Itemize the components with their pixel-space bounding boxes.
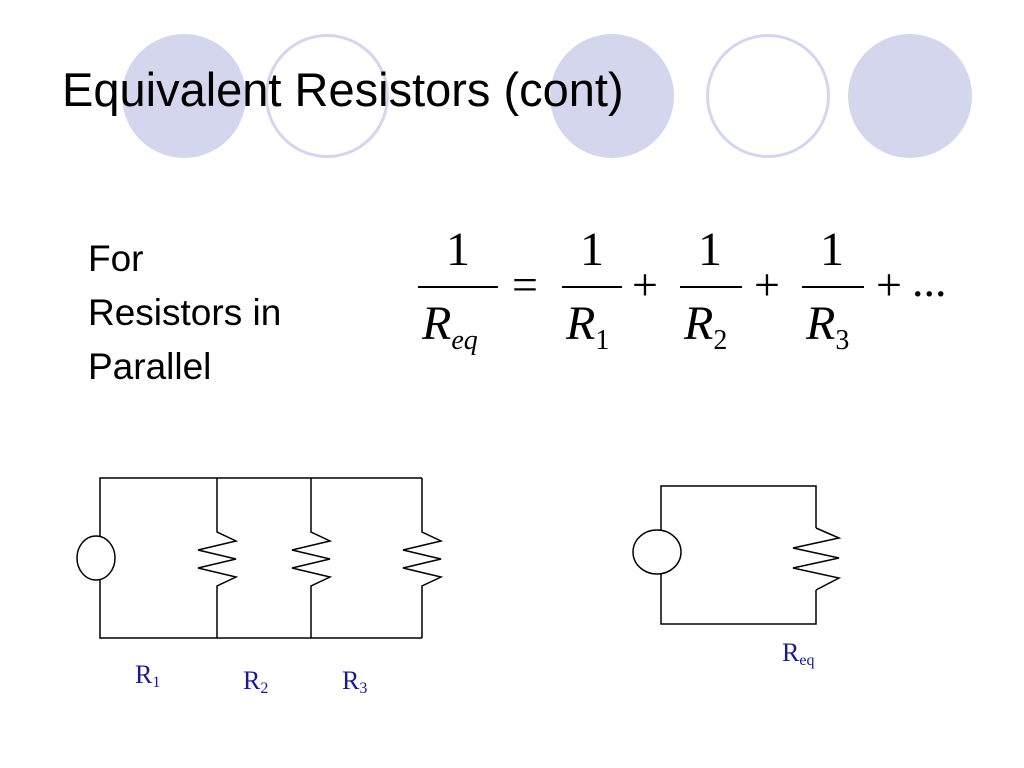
term-3-numerator: 1 xyxy=(820,223,844,276)
lhs-fraction-bar xyxy=(418,286,498,288)
equivalent-resistor-icon xyxy=(792,527,842,591)
parallel-circuit-bottom-wire xyxy=(99,580,422,639)
side-text-line-3: Parallel xyxy=(88,346,212,387)
side-text: For Resistors in Parallel xyxy=(88,232,281,394)
plus-sign-1: + xyxy=(632,259,658,310)
term-2-numerator: 1 xyxy=(698,223,722,276)
resistor-3-label: R3 xyxy=(342,666,368,697)
parallel-circuit xyxy=(76,477,444,639)
resistor-1-icon xyxy=(197,478,239,638)
resistor-2-label: R2 xyxy=(243,666,269,697)
term-2-fraction-bar xyxy=(680,286,742,288)
equivalent-voltage-source-icon xyxy=(632,529,682,575)
equals-sign: = xyxy=(512,259,538,310)
term-1-denominator: R1 xyxy=(566,297,610,356)
parallel-circuit-top-wire xyxy=(99,477,422,536)
decor-circle-1 xyxy=(122,34,246,158)
term-1-numerator: 1 xyxy=(580,223,604,276)
resistor-1-label: R1 xyxy=(135,660,161,691)
decor-circle-3 xyxy=(550,34,674,158)
resistor-3-icon xyxy=(402,478,444,638)
equivalent-circuit-top-wire xyxy=(660,485,817,530)
lhs-numerator: 1 xyxy=(446,223,470,276)
plus-sign-3: + xyxy=(876,259,902,310)
voltage-source-icon xyxy=(76,535,116,581)
term-1-fraction-bar xyxy=(562,286,622,288)
decor-circle-5 xyxy=(848,34,972,158)
term-3-fraction-bar xyxy=(802,286,864,288)
decor-circle-4 xyxy=(706,34,830,158)
ellipsis: ... xyxy=(912,255,947,306)
decor-circle-2 xyxy=(265,34,389,158)
equivalent-resistor-label: Req xyxy=(782,638,815,669)
resistor-2-icon xyxy=(291,478,333,638)
side-text-line-2: Resistors in xyxy=(88,292,282,333)
lhs-denominator: Req xyxy=(422,297,478,356)
side-text-line-1: For xyxy=(88,238,144,279)
term-3-denominator: R3 xyxy=(806,297,850,356)
term-2-denominator: R2 xyxy=(684,297,728,356)
equivalent-circuit-bottom-wire xyxy=(660,574,817,625)
slide-title: Equivalent Resistors (cont) xyxy=(62,63,624,116)
plus-sign-2: + xyxy=(754,259,780,310)
equivalent-circuit xyxy=(632,485,842,625)
